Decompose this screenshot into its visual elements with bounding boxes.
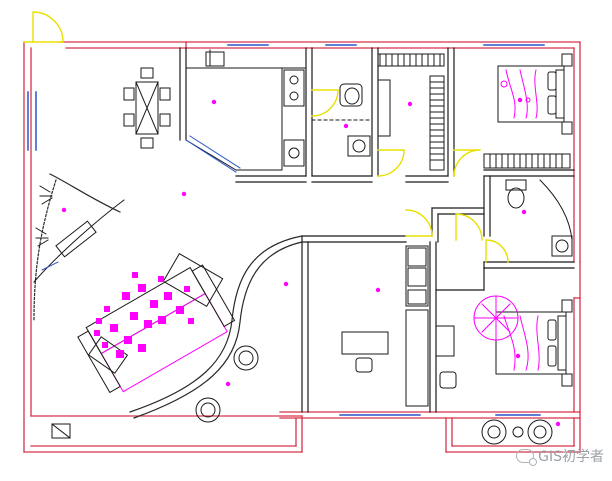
bedroom-1-bed — [497, 53, 573, 135]
bedroom-1-bed-pattern — [500, 69, 538, 119]
watermark-text: GIS初学者 — [538, 449, 604, 465]
bedroom-2-bed-pattern — [503, 315, 540, 371]
plants — [35, 185, 553, 445]
bedroom-2-bed — [435, 299, 573, 389]
room-markers — [61, 97, 561, 427]
wardrobe — [483, 153, 571, 169]
bathroom-2-fixtures — [505, 179, 573, 257]
doors — [23, 11, 509, 263]
wechat-icon — [516, 449, 538, 466]
closet-racks — [377, 53, 445, 171]
kitchen-window-sill — [185, 135, 241, 173]
windows — [27, 44, 545, 416]
tv-console — [33, 199, 125, 283]
rug-pattern — [94, 272, 194, 358]
kitchen-counter — [185, 49, 307, 171]
watermark: GIS初学者 — [516, 445, 604, 467]
dining-table — [123, 67, 171, 149]
balcony-fixture — [51, 423, 71, 439]
sofa-set — [77, 252, 236, 394]
study-furniture — [341, 245, 429, 407]
magenta-plant — [473, 295, 519, 341]
bathroom-fixtures — [311, 83, 373, 157]
